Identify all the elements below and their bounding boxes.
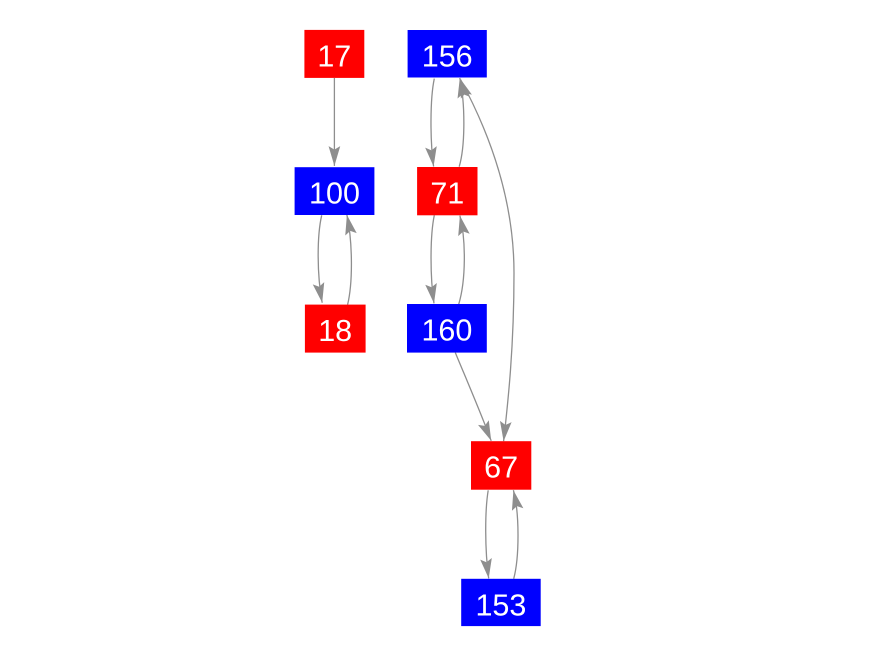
svg-text:67: 67	[484, 451, 518, 485]
svg-text:71: 71	[430, 177, 464, 211]
svg-text:18: 18	[318, 314, 352, 348]
svg-text:156: 156	[422, 40, 473, 74]
svg-text:160: 160	[421, 314, 472, 348]
svg-text:17: 17	[317, 39, 351, 73]
svg-text:100: 100	[309, 177, 360, 211]
svg-text:153: 153	[475, 588, 526, 622]
